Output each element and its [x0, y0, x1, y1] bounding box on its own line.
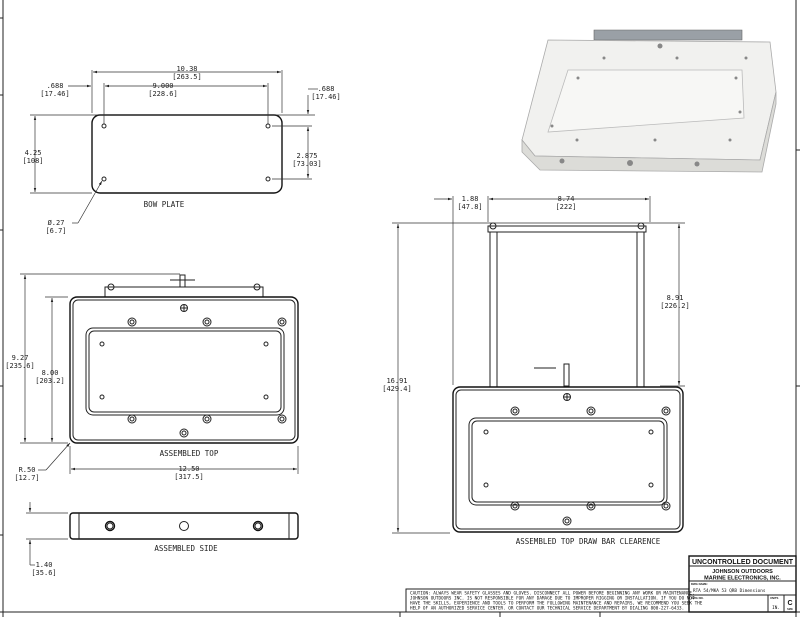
caution-line-4: HELP OF AN AUTHORIZED SERVICE CENTER. OR…: [410, 606, 684, 612]
units-value: IN.: [772, 605, 780, 611]
drawbar-rod-span-mm: [222]: [555, 203, 576, 211]
top-overall-h-mm: [235.6]: [5, 362, 35, 370]
drawbar-extension-mm: [226.2]: [660, 302, 690, 310]
isometric-render: [521, 29, 777, 173]
drawbar-offset-in: 1.88: [462, 195, 479, 203]
drawbar-offset-mm: [47.8]: [457, 203, 482, 211]
bow-left-offset-mm: [17.46]: [40, 90, 70, 98]
size-label: SIZE: [787, 607, 793, 611]
dwg-name: RTA 54/MKA 53 QRB Dimensions: [693, 588, 766, 594]
drawbar-total-mm: [429.4]: [382, 385, 412, 393]
top-radius-mm: [12.7]: [14, 474, 39, 482]
bow-top-offset-mm: [17.46]: [311, 93, 341, 101]
bow-hole-span-in: 9.000: [152, 82, 173, 90]
top-radius-in: R.50: [19, 466, 36, 474]
drawbar-total-in: 16.91: [386, 377, 407, 385]
company-line-2: MARINE ELECTRONICS, INC.: [704, 576, 781, 582]
company-line-1: JOHNSON OUTDOORS: [712, 569, 773, 575]
draw-bar-view: 1.88 [47.8] 8.74 [222] 8.91 [226.2] 16.9…: [382, 195, 690, 546]
bow-hole-dia-mm: [6.7]: [45, 227, 66, 235]
bow-width-mm: [263.5]: [172, 73, 202, 81]
drawbar-extension-in: 8.91: [667, 294, 684, 302]
draw-bar-title: ASSEMBLED TOP DRAW BAR CLEARENCE: [516, 537, 661, 546]
bow-left-offset-in: .688: [47, 82, 64, 90]
top-plate-h-in: 8.00: [42, 369, 59, 377]
caution-box: CAUTION: ALWAYS WEAR SAFETY GLASSES AND …: [405, 588, 703, 613]
size-value: C: [787, 600, 792, 607]
assembled-side-title: ASSEMBLED SIDE: [154, 544, 218, 553]
top-plate-h-mm: [203.2]: [35, 377, 65, 385]
assembled-top-view: 9.27 [235.6] 8.00 [203.2] ASSEMBLED TOP …: [5, 273, 299, 482]
bow-hole-vspan-mm: [73.03]: [292, 160, 322, 168]
side-thickness-in: 1.40: [36, 561, 53, 569]
top-width-in: 12.50: [178, 465, 199, 473]
assembled-top-title: ASSEMBLED TOP: [160, 449, 219, 458]
bow-top-offset-in: .688: [318, 85, 335, 93]
top-width-mm: [317.5]: [174, 473, 204, 481]
top-overall-h-in: 9.27: [12, 354, 29, 362]
caution-line-1: CAUTION: ALWAYS WEAR SAFETY GLASSES AND …: [410, 591, 695, 597]
bow-width-in: 10.38: [176, 65, 197, 73]
bow-plate-view: 10.38 [263.5] 9.000 [228.6] .688 [17.46]…: [22, 65, 340, 235]
title-block: UNCONTROLLED DOCUMENT JOHNSON OUTDOORS M…: [688, 555, 797, 613]
caution-line-3: HAVE THE SKILLS, EXPERIENCE AND TOOLS TO…: [410, 601, 703, 607]
bow-hole-dia-in: Ø.27: [48, 219, 65, 227]
caution-line-2: JOHNSON OUTDOORS INC. IS NOT RESPONSIBLE…: [410, 596, 695, 602]
document-status: UNCONTROLLED DOCUMENT: [692, 559, 794, 566]
bow-hole-vspan-in: 2.875: [296, 152, 317, 160]
dwg-no-label: DWG NO.: [691, 596, 704, 600]
side-thickness-mm: [35.6]: [31, 569, 56, 577]
bow-hole-span-mm: [228.6]: [148, 90, 178, 98]
dwg-name-label: DWG NAME:: [691, 582, 708, 586]
bow-plate-title: BOW PLATE: [144, 200, 185, 209]
drawbar-rod-span-in: 8.74: [558, 195, 575, 203]
assembled-side-view: ASSEMBLED SIDE 1.40 [35.6]: [26, 502, 299, 577]
bow-height-mm: [108]: [22, 157, 43, 165]
bow-height-in: 4.25: [25, 149, 42, 157]
units-label: UNITS: [770, 596, 779, 600]
